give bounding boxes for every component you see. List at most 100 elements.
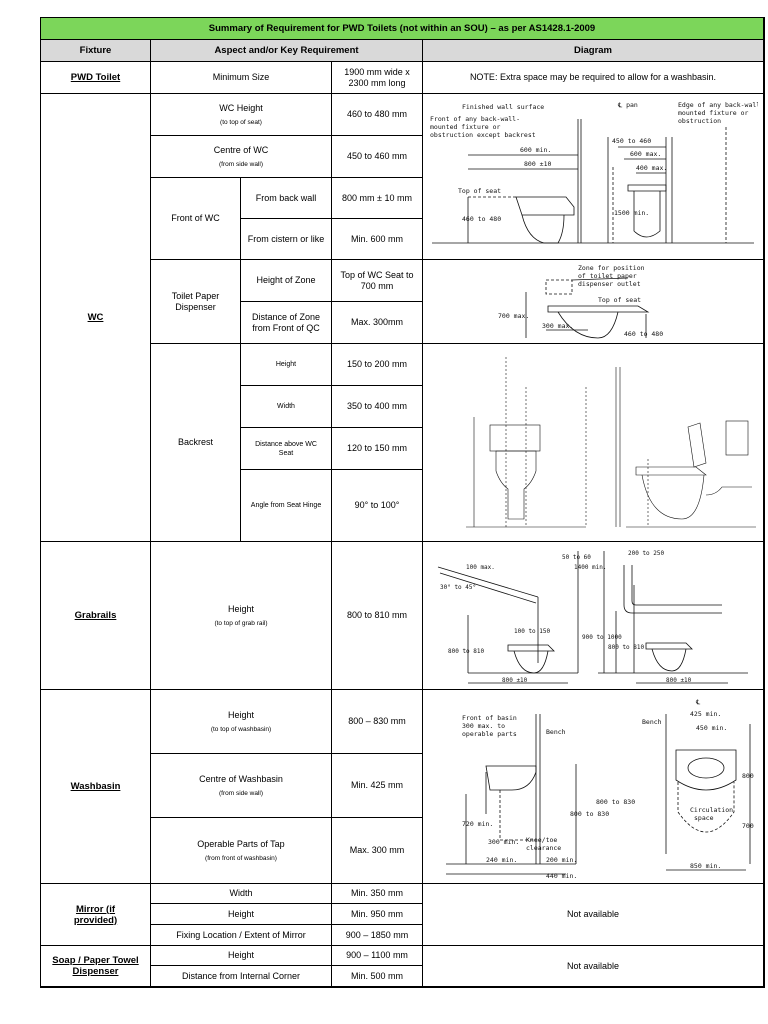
wc-backrest-angle: Angle from Seat Hinge — [241, 470, 332, 542]
d5-label-20: space — [694, 814, 714, 822]
diagram-wc-height: Finished wall surface Front of any back-… — [423, 94, 764, 260]
washbasin-height-value: 800 – 830 mm — [332, 690, 423, 754]
d5-label-2: operable parts — [462, 730, 517, 738]
wc-centre-value: 450 to 460 mm — [332, 136, 423, 178]
d5-label-17: 800 — [742, 772, 754, 780]
d2-label-2: dispenser outlet — [578, 280, 641, 288]
d2-label-4: 700 max. — [498, 312, 529, 320]
washbasin-centre-value: Min. 425 mm — [332, 754, 423, 818]
d5-label-18: 700 — [742, 822, 754, 830]
d4-label-1: 30° to 45° — [440, 584, 476, 591]
d5-label-9: 800 to 830 — [570, 810, 609, 818]
mirror-height: Height — [151, 904, 332, 925]
d5-label-6: Knee/toe — [526, 836, 557, 844]
d5-label-16: 450 min. — [696, 724, 727, 732]
d1-label-11: obstruction — [678, 117, 721, 125]
d5-label-4: 720 min. — [462, 820, 493, 828]
wc-backrest-width: Width — [241, 386, 332, 428]
fixture-washbasin: Washbasin — [41, 690, 151, 884]
d4-label-4: 200 to 250 — [628, 550, 665, 557]
d5-label-19: Circulation — [690, 806, 733, 814]
washbasin-height-label: Height — [227, 709, 254, 720]
d5-label-21: 850 min. — [690, 862, 721, 870]
wc-height-label: WC Height — [219, 102, 263, 113]
d5-label-3: Bench — [546, 728, 566, 736]
d1-label-14: 400 max. — [636, 164, 667, 172]
requirements-table: Summary of Requirement for PWD Toilets (… — [40, 17, 765, 988]
diagram-washbasin: Front of basin 300 max. to operable part… — [423, 690, 764, 884]
diagram-grabrails: 100 max. 30° to 45° 50 to 60 1400 min. 2… — [423, 542, 764, 690]
d4-label-9: 800 ±10 — [502, 677, 528, 684]
d1-label-3: obstruction except backrest — [430, 131, 536, 139]
d2-label-5: 300 max. — [542, 322, 573, 330]
d1-label-8: ℄ pan — [617, 101, 638, 109]
diagram-toilet-paper: Zone for position of toilet paper dispen… — [423, 260, 764, 344]
fixture-mirror: Mirror (if provided) — [41, 884, 151, 946]
d2-label-1: of toilet paper — [578, 272, 637, 280]
d5-label-7: clearance — [526, 844, 561, 852]
d5-label-14: 425 min. — [690, 710, 721, 718]
header-aspect: Aspect and/or Key Requirement — [151, 40, 423, 62]
d1-label-6: Top of seat — [458, 187, 501, 195]
d4-label-7: 900 to 1000 — [582, 634, 622, 641]
soap-distance-value: Min. 500 mm — [332, 966, 423, 987]
header-fixture: Fixture — [41, 40, 151, 62]
wc-backrest-height: Height — [241, 344, 332, 386]
wc-paper-zone-distance-value: Max. 300mm — [332, 302, 423, 344]
d5-label-12: 440 min. — [546, 872, 577, 880]
washbasin-height: Height (to top of washbasin) — [151, 690, 332, 754]
wc-centre-label: Centre of WC — [213, 144, 269, 155]
d2-label-3: Top of seat — [598, 296, 641, 304]
d4-label-10: 800 ±10 — [666, 677, 692, 684]
d1-label-1: Front of any back-wall- — [430, 115, 520, 123]
wc-paper: Toilet Paper Dispenser — [151, 260, 241, 344]
d4-label-5: 100 to 150 — [514, 628, 551, 635]
d4-label-0: 100 max. — [466, 564, 495, 571]
mirror-height-value: Min. 950 mm — [332, 904, 423, 925]
d4-label-8: 800 to 810 — [608, 644, 645, 651]
grabrails-height-sub: (to top of grab rail) — [214, 619, 268, 627]
wc-front: Front of WC — [151, 178, 241, 260]
fixture-soap-dispenser: Soap / Paper Towel Dispenser — [41, 946, 151, 987]
fixture-pwd-toilet: PWD Toilet — [41, 62, 151, 94]
wc-front-cistern-value: Min. 600 mm — [332, 219, 423, 260]
fixture-wc: WC — [41, 94, 151, 542]
grabrails-height-label: Height — [227, 603, 254, 614]
washbasin-tap-sub: (from front of washbasin) — [205, 854, 277, 862]
mirror-location: Fixing Location / Extent of Mirror — [151, 925, 332, 946]
pwd-value: 1900 mm wide x 2300 mm long — [332, 62, 423, 94]
pwd-note: NOTE: Extra space may be required to all… — [423, 62, 764, 94]
washbasin-centre-label: Centre of Washbasin — [199, 773, 283, 784]
washbasin-tap-label: Operable Parts of Tap — [197, 838, 285, 849]
d4-label-6: 800 to 810 — [448, 648, 485, 655]
wc-paper-zone-height: Height of Zone — [241, 260, 332, 302]
wc-front-back-wall-value: 800 mm ± 10 mm — [332, 178, 423, 219]
wc-height-sub: (to top of seat) — [220, 118, 262, 126]
wc-height: WC Height (to top of seat) — [151, 94, 332, 136]
wc-backrest-distance-value: 120 to 150 mm — [332, 428, 423, 470]
washbasin-height-sub: (to top of washbasin) — [210, 725, 272, 733]
soap-distance: Distance from Internal Corner — [151, 966, 332, 987]
d1-label-15: 1500 min. — [614, 209, 649, 217]
d1-label-9: Edge of any back-wall- — [678, 101, 758, 109]
wc-backrest-angle-value: 90° to 100° — [332, 470, 423, 542]
d5-label-10: 240 min. — [486, 856, 517, 864]
wc-centre-sub: (from side wall) — [218, 160, 264, 168]
d5-label-15: Bench — [642, 718, 662, 726]
d1-label-13: 600 max. — [630, 150, 661, 158]
mirror-location-value: 900 – 1850 mm — [332, 925, 423, 946]
d1-label-2: mounted fixture or — [430, 123, 501, 131]
d2-label-0: Zone for position — [578, 264, 645, 272]
d5-label-13: ℄ — [695, 698, 701, 706]
washbasin-centre: Centre of Washbasin (from side wall) — [151, 754, 332, 818]
fixture-grabrails: Grabrails — [41, 542, 151, 690]
d1-label-4: 600 min. — [520, 146, 551, 154]
header-diagram: Diagram — [423, 40, 764, 62]
soap-height-value: 900 – 1100 mm — [332, 946, 423, 966]
soap-diagram-status: Not available — [423, 946, 764, 987]
d5-label-5: 300 min. — [488, 838, 519, 846]
wc-backrest-distance: Distance above WC Seat — [241, 428, 332, 470]
mirror-width: Width — [151, 884, 332, 904]
wc-paper-zone-height-value: Top of WC Seat to 700 mm — [332, 260, 423, 302]
pwd-aspect: Minimum Size — [151, 62, 332, 94]
